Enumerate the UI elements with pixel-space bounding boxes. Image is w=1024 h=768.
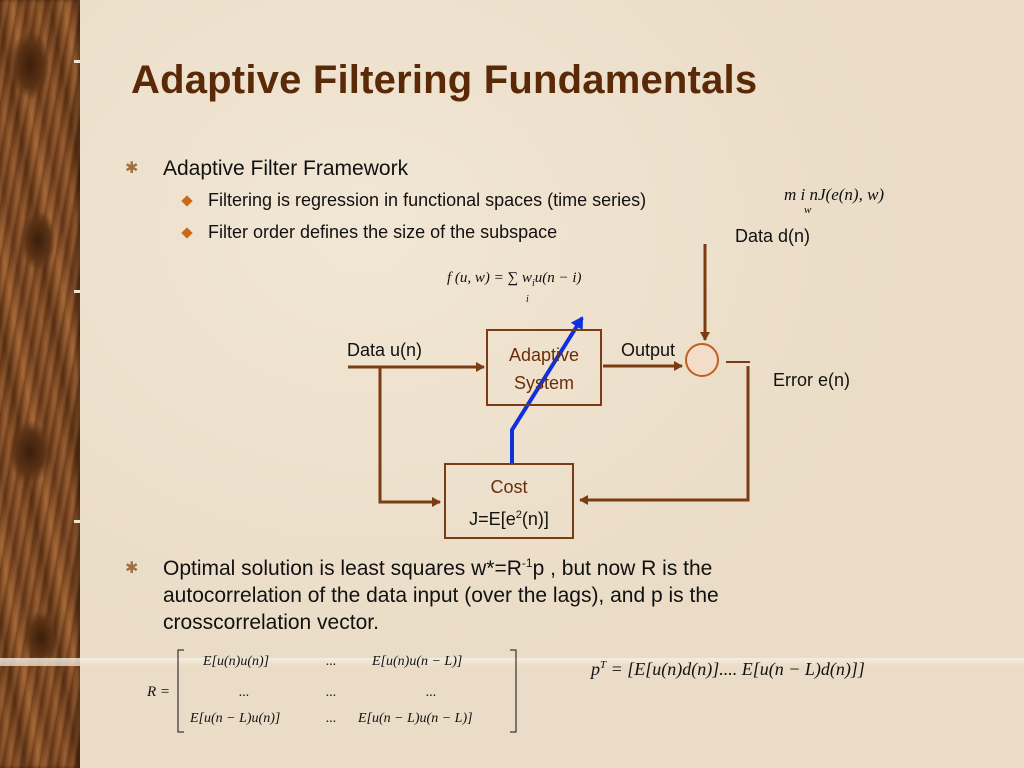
slide-background [80, 0, 1024, 768]
bullet-optimal-line2: autocorrelation of the data input (over … [163, 584, 719, 607]
label-data-u: Data u(n) [347, 340, 423, 360]
star-bullet-icon: ✱ [125, 560, 139, 577]
matrix-cell: E[u(n)u(n − L)] [372, 654, 463, 669]
matrix-cell: ... [426, 685, 437, 700]
cost-label: Cost [490, 477, 528, 497]
matrix-cell: ... [326, 685, 337, 700]
matrix-cell: ... [239, 685, 250, 700]
cost-formula: J=E[e2(n)] [469, 509, 549, 529]
matrix-brackets [177, 649, 517, 733]
sum-index: i [526, 294, 529, 305]
bullet-regression: Filtering is regression in functional sp… [208, 190, 647, 210]
divider [0, 658, 1024, 666]
system-label: System [513, 373, 574, 393]
matrix-cell: ... [326, 654, 337, 669]
label-output: Output [621, 340, 676, 360]
summing-junction [685, 343, 719, 377]
bullet-framework: Adaptive Filter Framework [163, 157, 409, 180]
bullet-optimal-line1: Optimal solution is least squares w*=R-1… [163, 556, 713, 580]
filter-equation: f (u, w) = ∑ wiu(n − i) [447, 270, 582, 289]
matrix-cell: ... [326, 711, 337, 726]
matrix-cell: E[u(n − L)u(n)] [190, 711, 281, 726]
label-error: Error e(n) [773, 370, 851, 390]
matrix-cell: E[u(n)u(n)] [203, 654, 270, 669]
star-bullet-icon: ✱ [125, 160, 139, 177]
adaptive-label: Adaptive [508, 345, 580, 365]
bullet-filter-order: Filter order defines the size of the sub… [208, 222, 558, 242]
wood-border [0, 0, 80, 768]
matrix-cell: E[u(n − L)u(n − L)] [358, 711, 473, 726]
matrix-lhs: R = [147, 684, 171, 700]
vector-p-equation: pT = [E[u(n)d(n)].... E[u(n − L)d(n)]] [591, 659, 865, 679]
min-subscript: w [804, 204, 812, 216]
label-data-d: Data d(n) [735, 226, 811, 246]
adaptive-system-block: Adaptive System [486, 329, 602, 406]
min-cost-equation: m i nJ(e(n), w) [784, 185, 885, 204]
cost-block: Cost J=E[e2(n)] [444, 463, 574, 539]
bullet-optimal-line3: crosscorrelation vector. [163, 611, 379, 634]
slide-title: Adaptive Filtering Fundamentals [131, 58, 758, 102]
